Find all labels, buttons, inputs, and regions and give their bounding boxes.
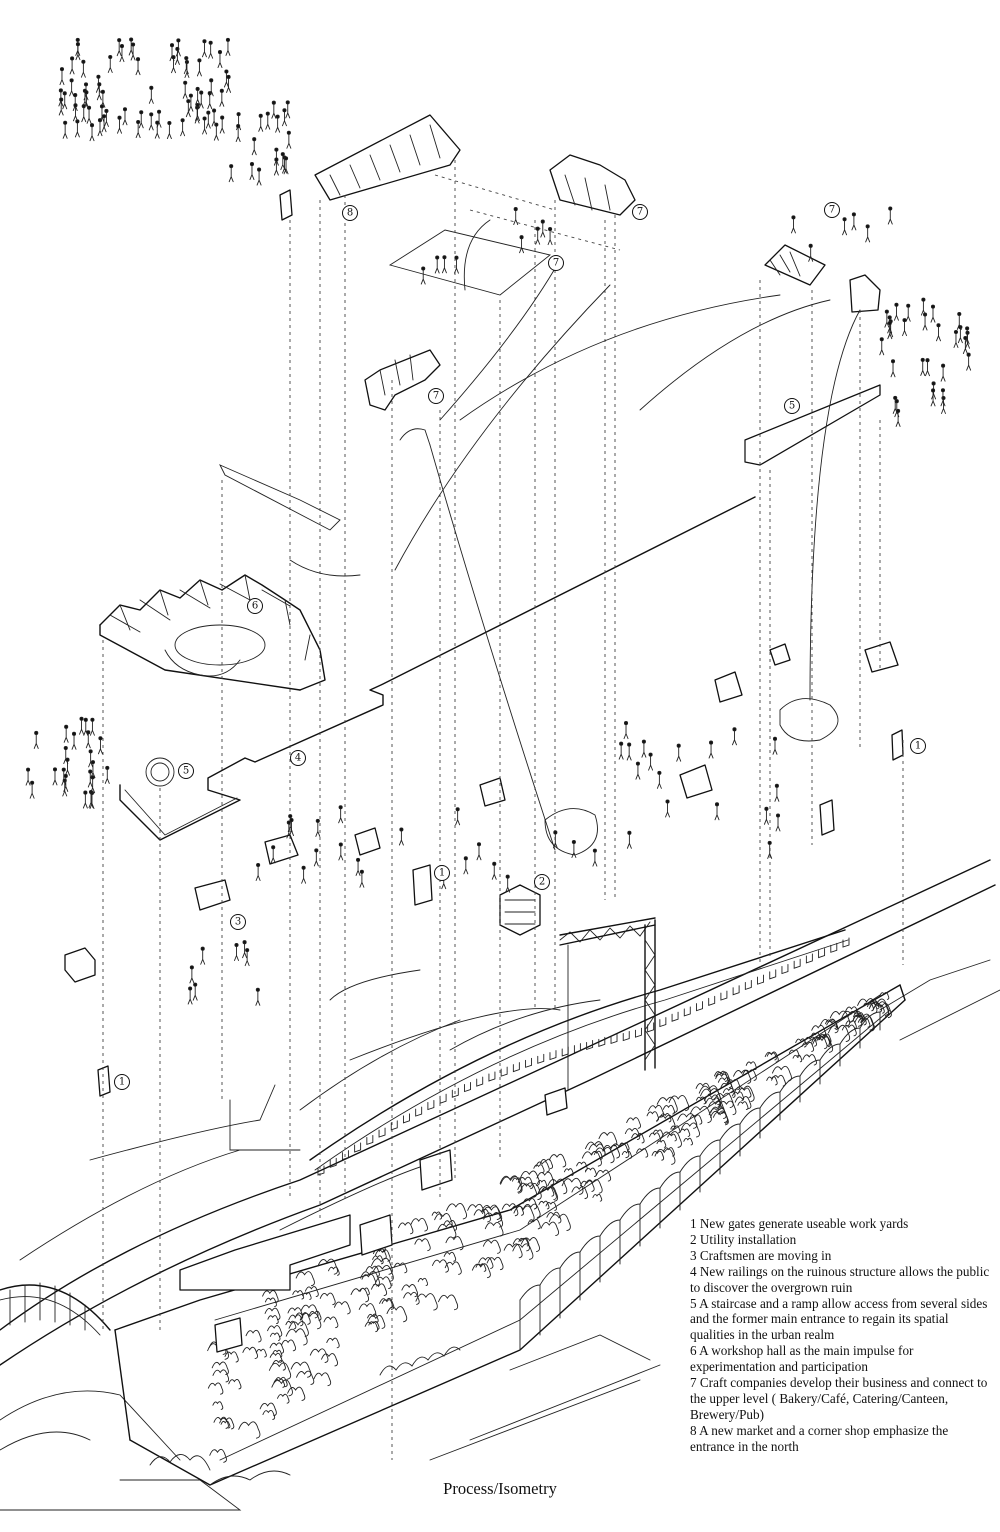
number-marker-label: 1: [439, 868, 445, 879]
number-marker-label: 7: [637, 207, 643, 218]
drawing-caption: Process/Isometry: [443, 1479, 557, 1498]
number-marker-label: 7: [829, 205, 835, 216]
number-marker-label: 3: [235, 917, 241, 928]
number-marker: 2: [534, 874, 550, 890]
number-marker: 3: [230, 914, 246, 930]
number-marker: 7: [824, 202, 840, 218]
people: [25, 37, 972, 1006]
legend-item: 3 Craftsmen are moving in: [690, 1247, 832, 1263]
number-marker: 1: [434, 865, 450, 881]
number-marker-label: 5: [789, 401, 795, 412]
overgrown-ruin: [114, 929, 906, 1486]
ground-plane: [0, 859, 1000, 1511]
legend-item: 2 Utility installation: [690, 1231, 797, 1247]
number-marker: 1: [114, 1074, 130, 1090]
number-marker: 8: [342, 205, 358, 221]
number-marker: 7: [548, 255, 564, 271]
legend-item: 5 A staircase and a ramp allow access fr…: [690, 1295, 988, 1343]
legend-item: 1 New gates generate useable work yards: [690, 1216, 909, 1231]
number-marker: 5: [178, 763, 194, 779]
number-marker-label: 1: [915, 741, 921, 752]
legend-item: 6 A workshop hall as the main impulse fo…: [690, 1343, 914, 1375]
number-marker-label: 7: [433, 391, 439, 402]
crane: [559, 917, 656, 1091]
number-marker-label: 7: [553, 258, 559, 269]
number-marker: 4: [290, 750, 306, 766]
number-markers: 8 7 7 7 7 6 5 5 4 3 2 1 1 1: [114, 202, 926, 1090]
number-marker-label: 1: [119, 1077, 125, 1088]
number-marker: 7: [428, 388, 444, 404]
number-marker-label: 4: [295, 753, 301, 764]
legend-item: 8 A new market and a corner shop emphasi…: [690, 1422, 949, 1454]
legend-item: 7 Craft companies develop their business…: [690, 1375, 988, 1422]
number-marker-label: 8: [347, 208, 353, 219]
number-marker-label: 5: [183, 766, 189, 777]
upper-level-structures: [97, 114, 904, 1097]
legend-item: 4 New railings on the ruinous structure …: [690, 1263, 990, 1295]
number-marker: 6: [247, 598, 263, 614]
number-marker-label: 2: [539, 877, 545, 888]
number-marker: 7: [632, 204, 648, 220]
projection-lines: [102, 160, 904, 1460]
connection-arrows: [289, 219, 861, 851]
number-marker-label: 6: [252, 601, 258, 612]
number-marker: 5: [784, 398, 800, 414]
number-marker: 1: [910, 738, 926, 754]
vehicles-and-objects: [64, 641, 899, 983]
